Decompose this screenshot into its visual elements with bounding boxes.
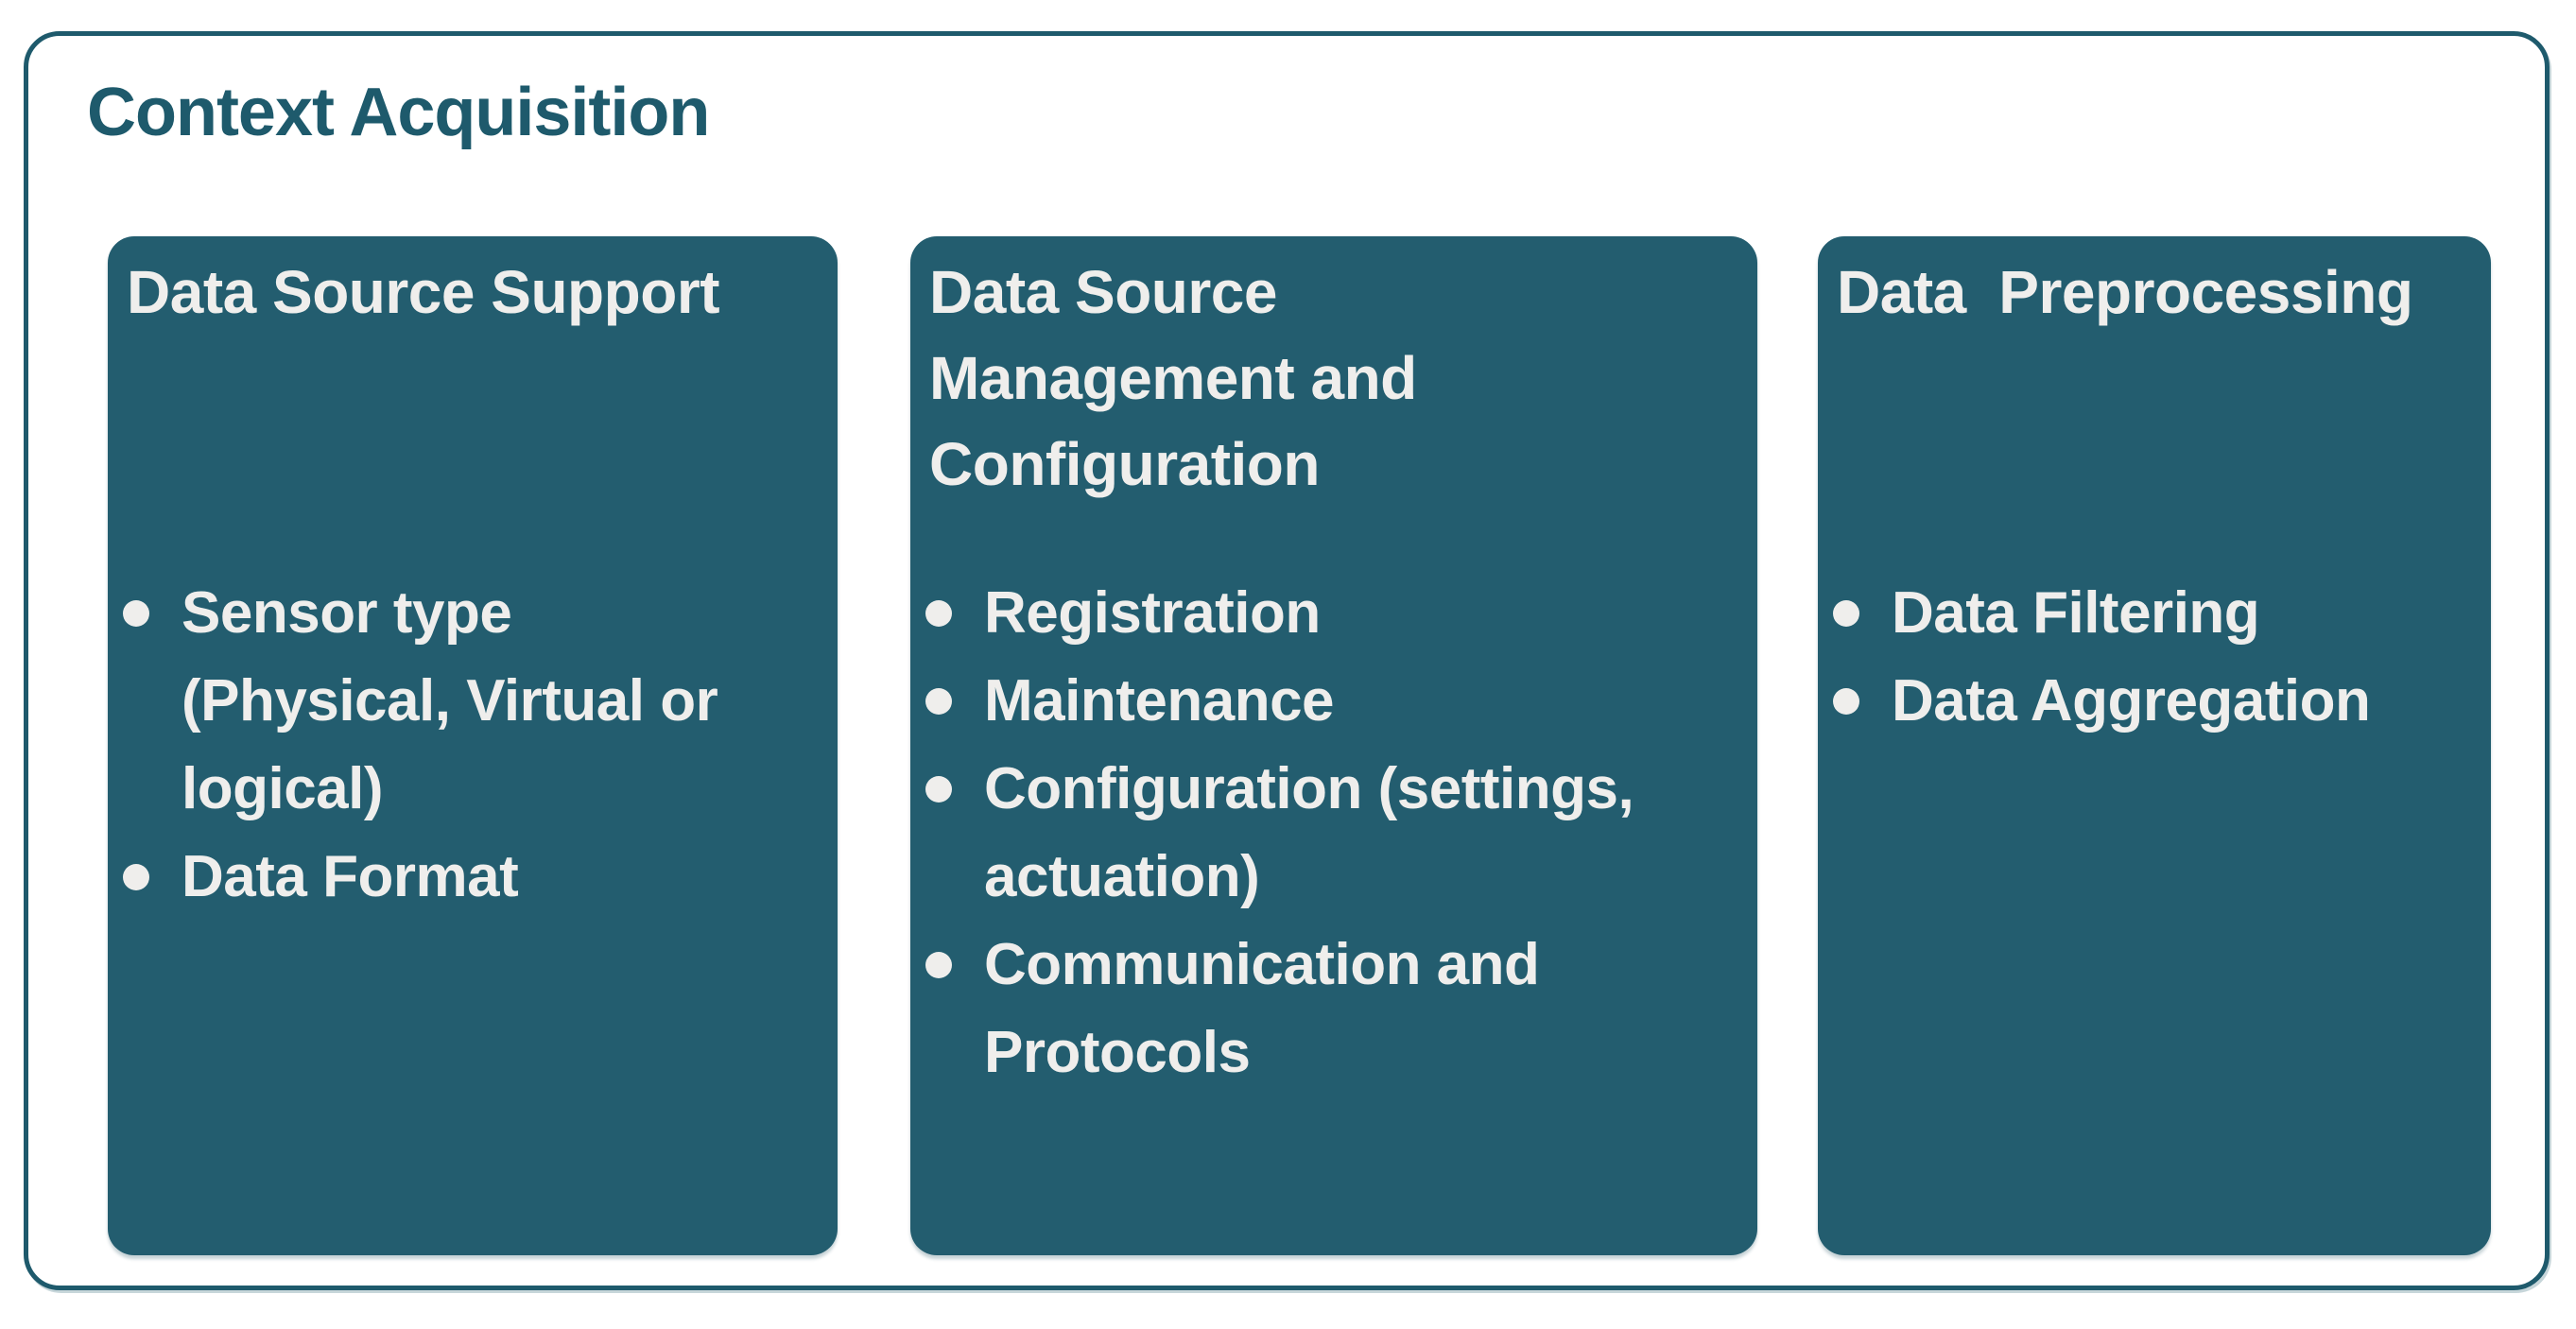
- item-text: Data Filtering: [1892, 580, 2260, 646]
- page-title: Context Acquisition: [87, 75, 710, 150]
- item-text: Data Format: [182, 844, 519, 909]
- list-item: Maintenance: [925, 657, 1748, 745]
- box-data-preprocessing: Data Preprocessing Data Filtering Data A…: [1818, 236, 2491, 1255]
- bullet-dot-icon: [123, 600, 149, 627]
- bullet-dot-icon: [925, 600, 952, 627]
- item-text: Data Aggregation: [1892, 668, 2371, 734]
- box-data-source-management: Data Source Management and Configuration…: [910, 236, 1757, 1255]
- item-text: Registration: [984, 580, 1321, 646]
- bullet-dot-icon: [123, 864, 149, 890]
- item-text: Sensor type (Physical, Virtual or logica…: [182, 580, 718, 821]
- bullet-list: Data Filtering Data Aggregation: [1833, 569, 2481, 745]
- list-item: Registration: [925, 569, 1748, 657]
- bullet-list: Sensor type (Physical, Virtual or logica…: [123, 569, 828, 921]
- list-item: Data Aggregation: [1833, 657, 2481, 745]
- bullet-dot-icon: [925, 776, 952, 803]
- list-item: Configuration (settings, actuation): [925, 745, 1748, 921]
- bullet-dot-icon: [925, 952, 952, 978]
- list-item: Communication and Protocols: [925, 921, 1748, 1096]
- list-item: Sensor type (Physical, Virtual or logica…: [123, 569, 828, 833]
- box-data-source-support: Data Source Support Sensor type (Physica…: [108, 236, 838, 1255]
- list-item: Data Format: [123, 833, 828, 921]
- context-acquisition-panel: Context Acquisition Data Source Support …: [24, 31, 2550, 1290]
- bullet-dot-icon: [1833, 688, 1859, 715]
- item-text: Maintenance: [984, 668, 1335, 734]
- item-text: Configuration (settings, actuation): [984, 756, 1634, 909]
- box-title: Data Preprocessing: [1837, 258, 2413, 326]
- list-item: Data Filtering: [1833, 569, 2481, 657]
- box-title: Data Source Support: [127, 258, 720, 326]
- item-text: Communication and Protocols: [984, 932, 1540, 1085]
- bullet-dot-icon: [1833, 600, 1859, 627]
- box-title: Data Source Management and Configuration: [929, 258, 1417, 498]
- bullet-dot-icon: [925, 688, 952, 715]
- bullet-list: Registration Maintenance Configuration (…: [925, 569, 1748, 1096]
